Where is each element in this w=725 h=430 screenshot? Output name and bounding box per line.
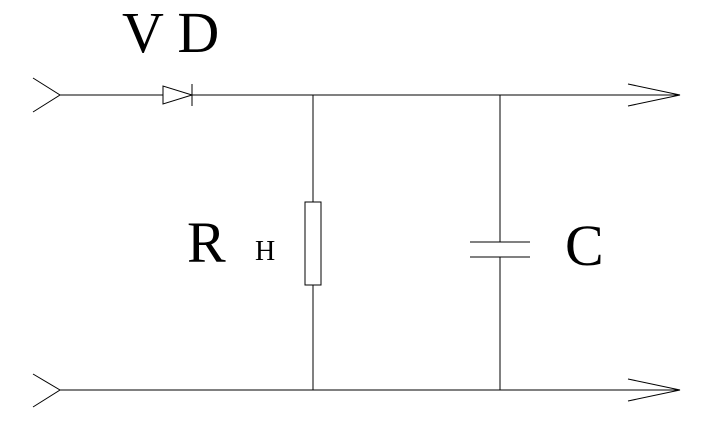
diode-label: V D [122,0,219,65]
resistor-body [304,201,322,286]
diode-symbol [162,84,194,106]
capacitor-label: C [565,213,604,278]
output-arrow-bottom [627,378,681,402]
resistor-label-subscript: H [255,236,275,267]
resistor-label: R [187,210,226,275]
input-arrow-bottom [32,373,61,408]
output-arrow-top [627,83,681,107]
diode-triangle [162,85,194,105]
input-arrow-top [32,77,61,113]
